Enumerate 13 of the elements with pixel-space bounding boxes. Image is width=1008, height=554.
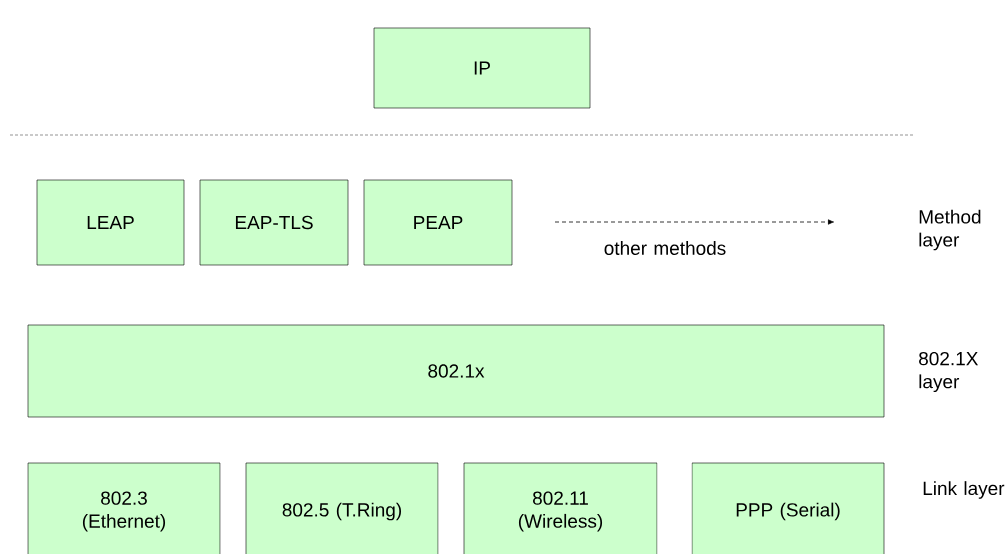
layer-box: IP (373, 27, 591, 109)
layer-label: Method layer (919, 209, 981, 251)
layer-box: PEAP (363, 179, 513, 266)
layer-box: 802.3 (Ethernet) (27, 462, 221, 554)
layer-box: LEAP (36, 179, 185, 266)
layer-box: 802.1x (27, 324, 885, 418)
layer-box: 802.5 (T.Ring) (245, 462, 439, 554)
layer-label: Link layer (923, 481, 1005, 499)
layer-box: EAP-TLS (199, 179, 349, 266)
layer-label: 802.1X layer (919, 351, 978, 393)
layer-box: PPP (Serial) (691, 462, 885, 554)
layer-box: 802.11 (Wireless) (463, 462, 658, 554)
layer-label: other methods (604, 241, 726, 255)
